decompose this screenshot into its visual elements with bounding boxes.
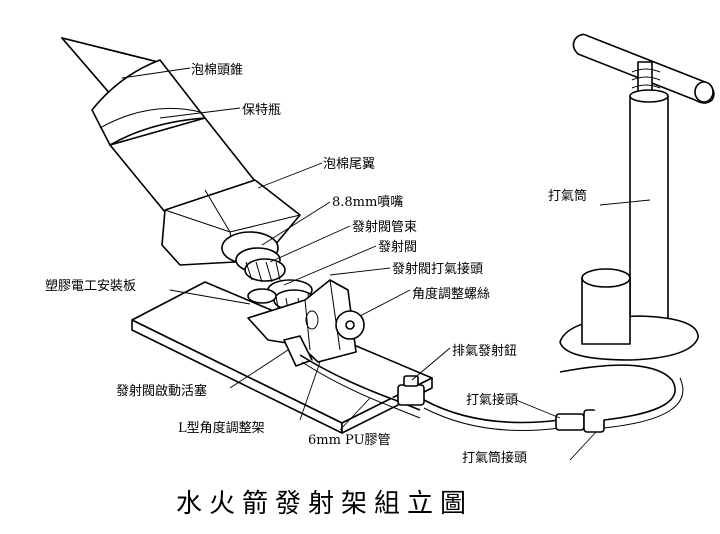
label-plastic-board: 塑膠電工安裝板 bbox=[45, 279, 136, 294]
label-pump-connector: 打氣筒接頭 bbox=[462, 450, 527, 466]
water-rocket bbox=[61, 37, 301, 283]
label-pu-tube: 6mm PU膠管 bbox=[308, 433, 391, 448]
label-angle-screw: 角度調整螺絲 bbox=[412, 286, 490, 302]
label-pump: 打氣筒 bbox=[548, 188, 587, 204]
label-exhaust-button: 排氣發射鈕 bbox=[452, 343, 517, 359]
leader-lines bbox=[121, 67, 651, 461]
l-angle-bracket bbox=[247, 279, 357, 363]
label-foam-nose-cone: 泡棉頭錐 bbox=[191, 63, 243, 78]
label-pet-bottle: 保特瓶 bbox=[242, 103, 281, 118]
label-valve-collar: 發射閥管束 bbox=[352, 219, 417, 235]
pump-connector bbox=[555, 413, 585, 431]
label-l-bracket: L型角度調整架 bbox=[178, 420, 265, 436]
label-valve-pump-fitting: 發射閥打氣接頭 bbox=[392, 261, 483, 277]
launch-valve-assembly bbox=[247, 279, 365, 367]
label-nozzle: 8.8mm噴嘴 bbox=[332, 195, 403, 210]
diagram-title: 水火箭發射架組立圖 bbox=[176, 489, 473, 519]
label-pump-fitting: 打氣接頭 bbox=[466, 392, 518, 408]
pu-tube-line bbox=[299, 354, 684, 433]
label-foam-fins: 泡棉尾翼 bbox=[323, 157, 375, 172]
label-launch-valve: 發射閥 bbox=[378, 239, 417, 255]
pump-fitting bbox=[583, 409, 605, 433]
label-valve-piston: 發射閥啟動活塞 bbox=[116, 383, 207, 399]
exhaust-launch-button bbox=[397, 384, 425, 406]
air-pump bbox=[559, 33, 715, 361]
valve-collar bbox=[244, 258, 286, 282]
